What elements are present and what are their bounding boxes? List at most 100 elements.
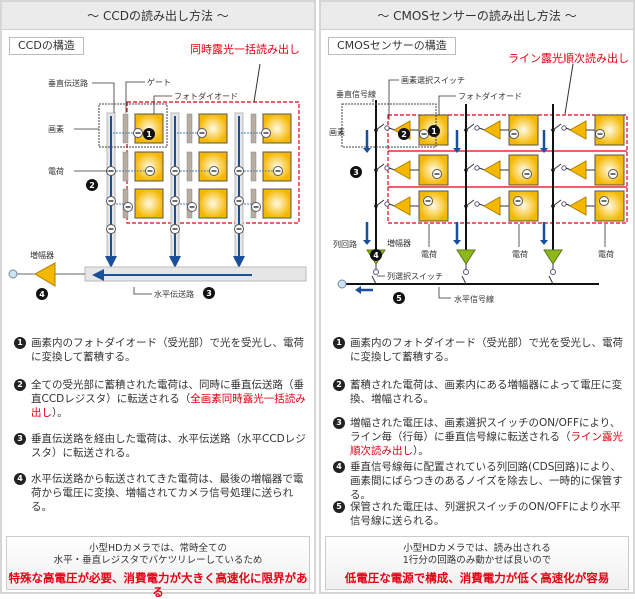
step-marker (36, 288, 48, 300)
label-charge-1: 電荷 (421, 249, 437, 259)
step-marker (370, 249, 382, 261)
label-pixel: 画素 (329, 127, 345, 137)
photodiode (508, 190, 539, 222)
step-tail: ）。 (52, 407, 68, 419)
photodiode (594, 190, 625, 222)
photodiode (418, 154, 449, 186)
output-terminal (337, 279, 347, 289)
label-charge: 電荷 (48, 166, 64, 176)
step-tail: ）。 (413, 445, 429, 457)
leader-line (92, 82, 115, 113)
step-marker-number: 2 (401, 130, 407, 139)
leader-line (388, 79, 399, 120)
arrow-head (453, 148, 461, 153)
gate (186, 151, 193, 182)
step-item: 3 垂直伝送路を経由した電荷は、水平伝送路（水平CCDレジスタ）に転送される。 (14, 432, 306, 460)
pixel-switch-contact (474, 125, 480, 131)
cmos-panel: 〜 CMOSセンサーの読み出し方法 〜 CMOSセンサーの構造 ライン露光順次読… (319, 0, 635, 594)
pixel-switch-contact (561, 125, 567, 131)
arrow-head (363, 240, 371, 245)
label-photodiode: フォトダイオード (174, 91, 238, 101)
step-marker-number: 4 (39, 290, 45, 299)
label-amplifier: 増幅器 (387, 238, 411, 248)
photodiode (134, 188, 164, 219)
output-terminal (8, 269, 18, 279)
label-column-circuit: 列回路 (333, 239, 357, 249)
column-switch-contact (463, 269, 469, 275)
arrow-head (355, 286, 361, 294)
amplifier-icon (392, 160, 411, 180)
ccd-conclusion: 特殊な高電圧が必要、消費電力が大きく高速化に限界がある (8, 571, 308, 599)
step-number-icon: 3 (333, 417, 345, 429)
amplifier-icon (392, 196, 411, 216)
step-number-icon: 3 (14, 433, 26, 445)
step-highlight: 全画素同時露光一括読み出し (31, 393, 306, 419)
step-text: 全ての受光部に蓄積された電荷は、同時に垂直伝送路（垂直CCDレジスタ）に転送され… (31, 379, 304, 405)
step-marker-number: 3 (353, 168, 359, 177)
step-marker-number: 2 (89, 181, 95, 190)
column-switch (371, 275, 377, 285)
step-marker (393, 292, 405, 304)
cmos-mode-label: ライン露光順次読み出し (508, 51, 629, 65)
step-text: 蓄積された電荷は、画素内にある増幅器によって電圧に変換、増幅される。 (350, 379, 623, 405)
label-photodiode: フォトダイオード (458, 91, 522, 101)
cmos-title: 〜 CMOSセンサーの読み出し方法 〜 (321, 2, 633, 30)
pixel-switch (465, 163, 475, 171)
step-text: 増幅された電圧は、画素選択スイッチのON/OFFにより、ライン毎（行毎）に垂直信… (350, 417, 621, 443)
step-item: 4 水平伝送路から転送されてきた電荷は、最後の増幅器で電荷から電圧に変換、増幅され… (14, 472, 306, 514)
pixel-switch (465, 123, 475, 131)
label-horizontal-signal: 水平信号線 (454, 294, 494, 304)
step-text: 保管された電圧は、列選択スイッチのON/OFFにより水平信号線に送られる。 (350, 501, 621, 527)
pixel-switch-contact (384, 165, 390, 171)
leader-line (125, 81, 145, 113)
gate (122, 113, 129, 144)
pixel-switch (552, 123, 562, 131)
ccd-diagram: 同時露光一括読み出し 垂直伝送路 ゲート フォトダイオード 画素 電荷 増幅器 … (8, 42, 307, 300)
step-marker-number: 3 (206, 289, 212, 298)
label-vertical-signal: 垂直信号線 (336, 89, 376, 99)
leader-line (153, 95, 172, 114)
step-text: 垂直伝送路を経由した電荷は、水平伝送路（水平CCDレジスタ）に転送される。 (31, 433, 306, 459)
amplifier-icon (482, 196, 501, 216)
ccd-mode-label: 同時露光一括読み出し (190, 42, 300, 56)
photodiode (508, 154, 539, 186)
pixel-switch (465, 199, 475, 207)
step-text: 水平伝送路から転送されてきた電荷は、最後の増幅器で電荷から電圧に変換、増幅されて… (31, 473, 304, 513)
step-item: 3 増幅された電圧は、画素選択スイッチのON/OFFにより、ライン毎（行毎）に垂直… (333, 416, 625, 458)
pixel-switch-contact (384, 201, 390, 207)
leader-line (133, 287, 152, 295)
leader-line (438, 95, 456, 115)
amplifier-icon (482, 160, 501, 180)
step-highlight: ライン露光順次読み出し (350, 431, 623, 457)
leader-line (253, 63, 261, 103)
photodiode (262, 188, 292, 219)
step-marker (86, 179, 98, 191)
label-charge-2: 電荷 (512, 249, 528, 259)
gate (186, 113, 193, 144)
cmos-footer-line2: 1行分の回路のみ動かせば良いので (402, 555, 552, 566)
cmos-diagram: ライン露光順次読み出し 画素選択スイッチ 垂直信号線 フォトダイオード 画素 列… (329, 51, 629, 304)
step-number-icon: 4 (14, 473, 26, 485)
photodiode (134, 151, 164, 182)
step-number-icon: 2 (333, 379, 345, 391)
pixel-switch-contact (561, 201, 567, 207)
column-switch-contact (373, 269, 379, 275)
pixel-switch (552, 163, 562, 171)
gate (250, 151, 257, 182)
photodiode (594, 154, 625, 186)
ccd-footer-line1: 小型HDカメラでは、常時全ての (89, 543, 227, 554)
leader-line (438, 287, 451, 299)
pixel-switch-contact (561, 165, 567, 171)
pixel-switch-contact (384, 125, 390, 131)
pixel-switch (375, 163, 385, 171)
step-marker-number: 1 (431, 127, 437, 136)
label-horizontal-transfer: 水平伝送路 (154, 289, 194, 299)
arrow-head (540, 148, 548, 153)
pixel-switch-contact (474, 201, 480, 207)
amplifier-icon (568, 196, 587, 216)
cmos-subtitle: CMOSセンサーの構造 (328, 37, 456, 55)
step-item: 2 蓄積された電荷は、画素内にある増幅器によって電圧に変換、増幅される。 (333, 378, 625, 406)
step-marker (143, 128, 155, 140)
